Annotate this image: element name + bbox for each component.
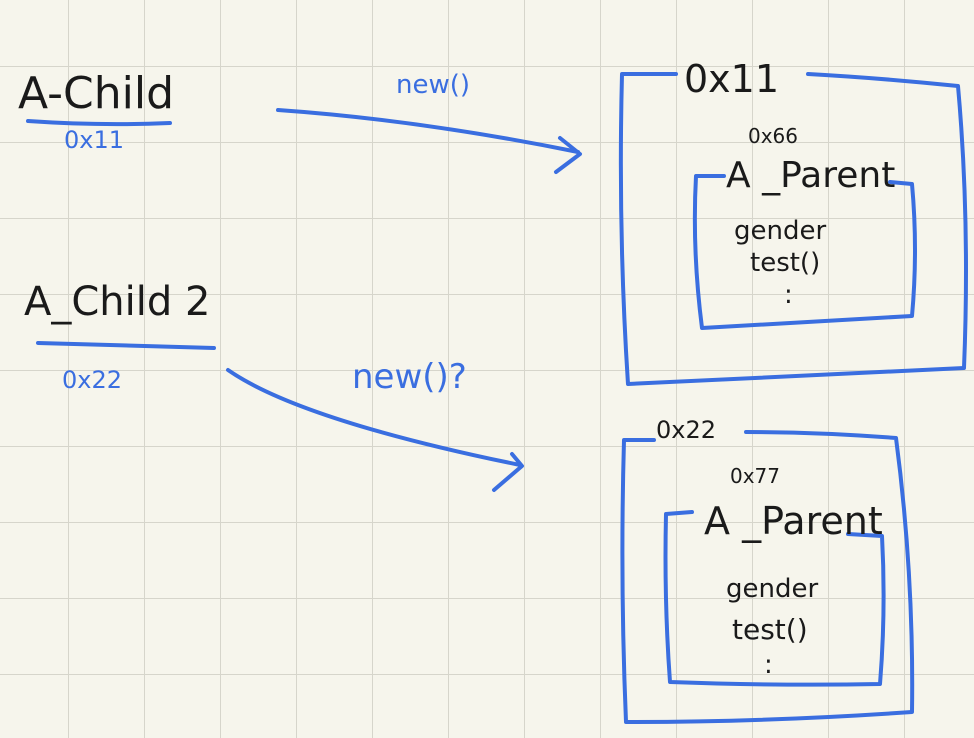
parent-2-member-more: : [764, 650, 773, 680]
var-name-a-child-2: A_Child 2 [24, 279, 211, 325]
parent-1-address: 0x66 [748, 124, 799, 148]
parent-2-address: 0x77 [730, 464, 781, 488]
parent-1-member-gender: gender [734, 216, 827, 246]
arrowhead-new-2 [492, 452, 524, 492]
heap-object-1-box [618, 72, 968, 386]
parent-2-member-gender: gender [726, 574, 819, 604]
underline-a-child-2 [36, 341, 216, 350]
call-new-1: new() [396, 70, 471, 100]
parent-box-1 [692, 174, 917, 330]
parent-1-member-test: test() [750, 248, 821, 278]
arrow-new-2 [226, 368, 522, 467]
arrow-new-1 [276, 108, 580, 154]
underline-a-child [26, 119, 172, 127]
parent-1-name: A _Parent [726, 155, 896, 196]
parent-box-2 [663, 510, 886, 687]
arrowhead-new-1 [554, 136, 582, 174]
call-new-2: new()? [352, 357, 467, 397]
var-address-a-child: 0x11 [64, 126, 125, 154]
parent-1-member-more: : [784, 280, 793, 310]
var-address-a-child-2: 0x22 [62, 366, 123, 394]
var-name-a-child: A-Child [18, 68, 174, 119]
heap-object-1-address: 0x11 [684, 57, 780, 101]
heap-object-2-address: 0x22 [656, 416, 717, 444]
parent-2-member-test: test() [732, 613, 808, 646]
heap-object-2-box [620, 430, 915, 724]
parent-2-name: A _Parent [704, 499, 883, 543]
